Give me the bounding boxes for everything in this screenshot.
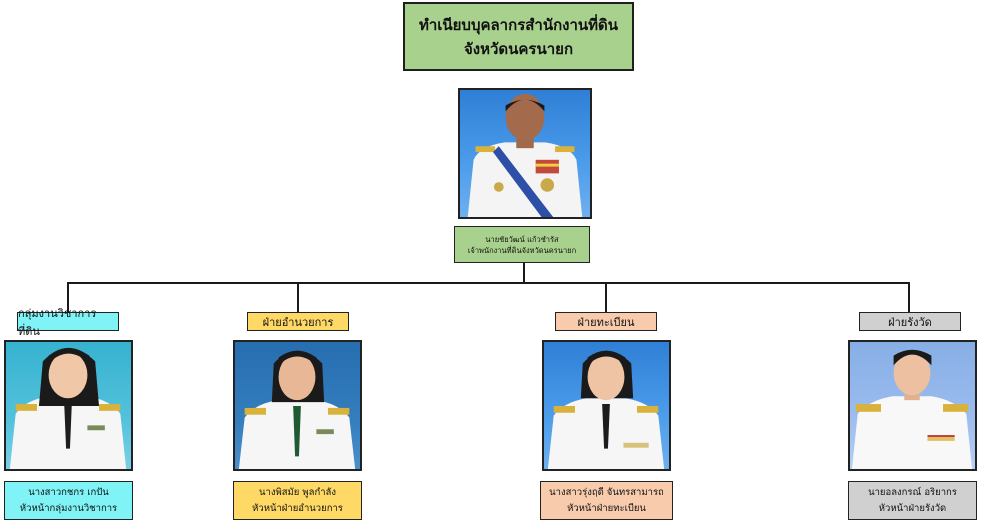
dept-head-caption-registration: นางสาวรุ่งฤดี จันทรสามารถ หัวหน้าฝ่ายทะเ… <box>540 481 673 520</box>
chief-connector <box>523 263 525 283</box>
dept-label-academic: กลุ่มงานวิชาการที่ดิน <box>17 307 119 338</box>
title-line-1: ทำเนียบบุคลากรสำนักงานที่ดิน <box>418 15 619 34</box>
dept-head-name: นางพิสมัย พูลกำลัง <box>258 486 336 498</box>
dept-head-name: นายอลงกรณ์ อริยากร <box>868 486 957 498</box>
dept-head-position: หัวหน้ากลุ่มงานวิชาการ <box>19 502 118 514</box>
dept-head-position: หัวหน้าฝ่ายอำนวยการ <box>252 502 343 514</box>
chief-photo <box>458 88 592 219</box>
dept-head-position: หัวหน้าฝ่ายรังวัด <box>878 502 947 514</box>
dept-head-name: นางสาวกชกร เกปัน <box>28 486 109 498</box>
org-chart-title: ทำเนียบบุคลากรสำนักงานที่ดิน จังหวัดนครน… <box>403 2 634 71</box>
dept-head-photo-administration <box>233 340 362 471</box>
title-line-2: จังหวัดนครนายก <box>463 39 574 58</box>
chief-position: เจ้าพนักงานที่ดินจังหวัดนครนายก <box>467 245 577 255</box>
dept-connector-3 <box>605 282 607 312</box>
dept-connector-1 <box>67 282 69 312</box>
dept-label-administration: ฝ่ายอำนวยการ <box>247 312 349 331</box>
horizontal-connector <box>67 282 910 284</box>
dept-head-photo-survey <box>848 340 977 471</box>
dept-label-survey: ฝ่ายรังวัด <box>859 312 961 331</box>
dept-connector-4 <box>908 282 910 312</box>
dept-head-position: หัวหน้าฝ่ายทะเบียน <box>567 502 646 514</box>
dept-head-name: นางสาวรุ่งฤดี จันทรสามารถ <box>549 486 664 498</box>
chief-name: นายชัยวัฒน์ แก้วชำรัส <box>485 234 559 244</box>
dept-head-caption-academic: นางสาวกชกร เกปัน หัวหน้ากลุ่มงานวิชาการ <box>4 481 133 520</box>
chief-caption: นายชัยวัฒน์ แก้วชำรัส เจ้าพนักงานที่ดินจ… <box>454 226 590 263</box>
dept-head-caption-survey: นายอลงกรณ์ อริยากร หัวหน้าฝ่ายรังวัด <box>848 481 977 520</box>
dept-connector-2 <box>297 282 299 312</box>
dept-head-caption-administration: นางพิสมัย พูลกำลัง หัวหน้าฝ่ายอำนวยการ <box>233 481 362 520</box>
dept-head-photo-academic <box>4 340 133 471</box>
dept-head-photo-registration <box>542 340 671 471</box>
dept-label-registration: ฝ่ายทะเบียน <box>555 312 657 331</box>
